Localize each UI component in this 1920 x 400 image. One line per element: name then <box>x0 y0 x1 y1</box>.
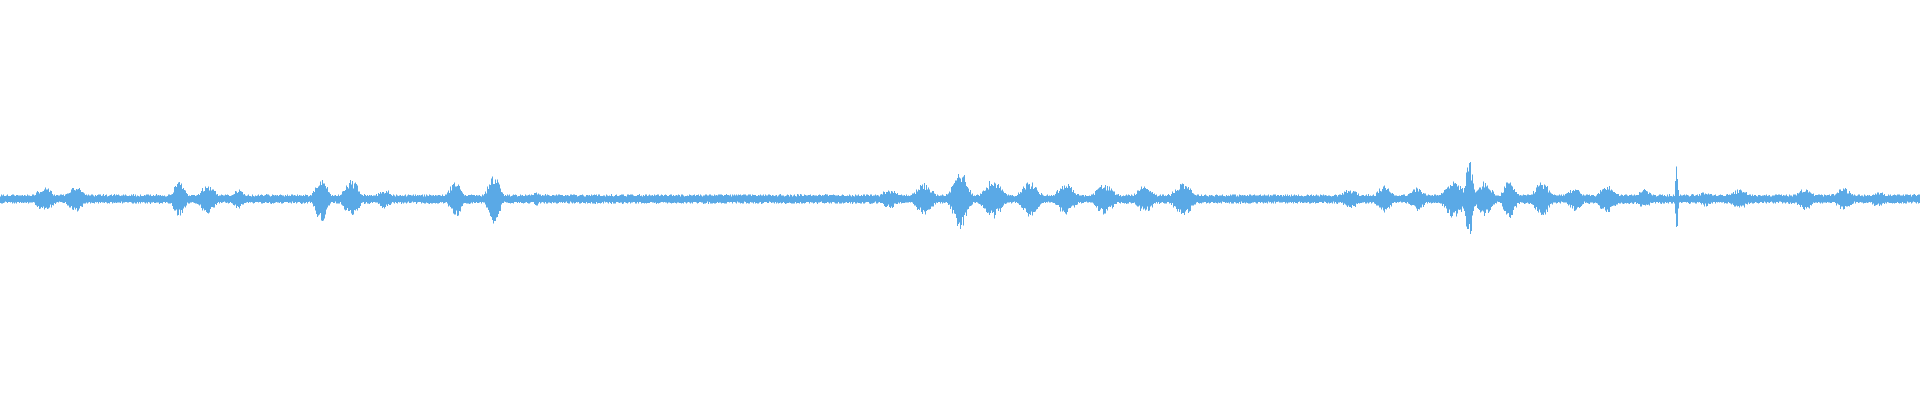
waveform-trace <box>0 162 1920 235</box>
waveform-samples <box>0 162 1920 235</box>
